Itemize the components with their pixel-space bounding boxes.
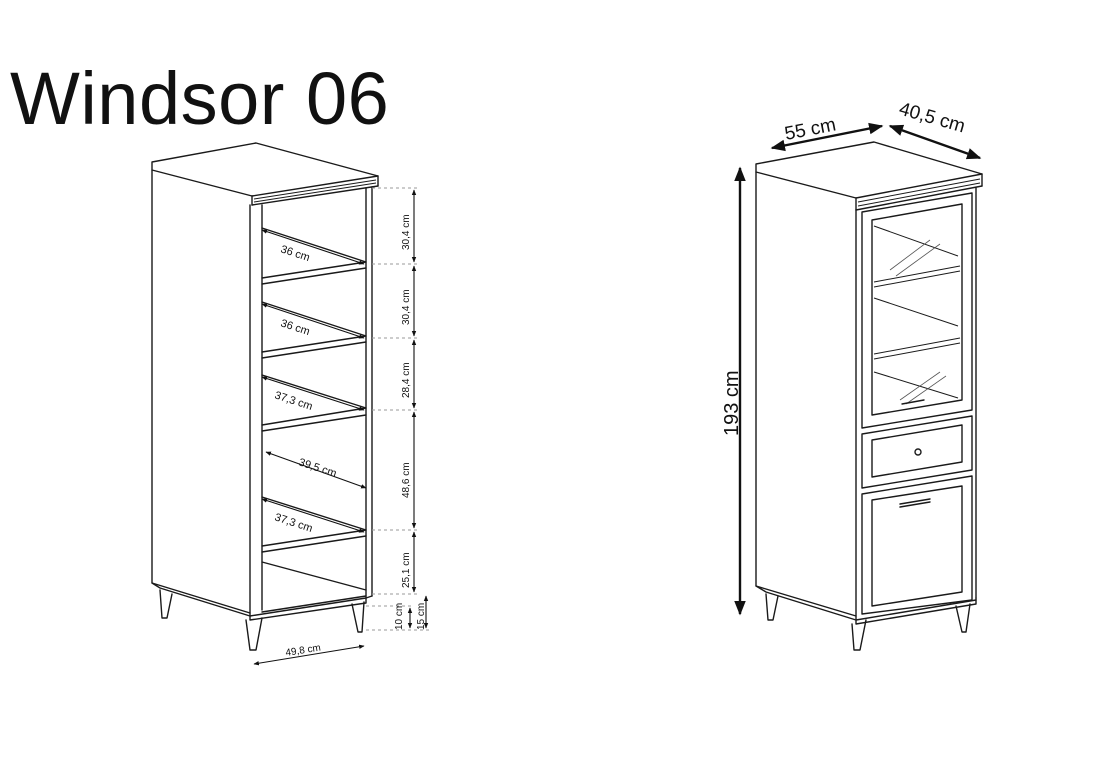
height-label-4: 48,6 cm <box>401 462 412 498</box>
width-label: 55 cm <box>783 114 838 144</box>
right-leg-front <box>851 619 867 651</box>
left-leg-right <box>351 601 365 633</box>
height-label-2: 30,4 cm <box>401 289 412 325</box>
left-leg-back <box>159 589 173 619</box>
shelf-depth-label-2: 36 cm <box>279 317 311 338</box>
leg-clearance-label: 10 cm <box>394 603 405 630</box>
shelf-depth-label-1: 36 cm <box>279 243 311 264</box>
product-title: Windsor 06 <box>10 57 390 140</box>
left-leg-front <box>245 617 263 651</box>
glass-door <box>861 192 973 429</box>
height-label-3: 28,4 cm <box>401 362 412 398</box>
right-leg-right <box>955 603 971 633</box>
left-side-panel <box>151 169 251 614</box>
shelf-depth-label-4: 39,5 cm <box>297 456 338 480</box>
right-leg-back <box>765 593 779 621</box>
total-height-label: 193 cm <box>721 370 743 436</box>
base-height-label: 15 cm <box>416 603 427 630</box>
right-side-panel <box>755 171 857 617</box>
lower-door <box>861 475 973 615</box>
height-label-1: 30,4 cm <box>401 214 412 250</box>
right-cabinet-drawing: 193 cm 55 cm 40,5 cm <box>721 99 983 651</box>
shelf-depth-label-5: 37,3 cm <box>273 511 314 535</box>
drawer <box>861 415 973 489</box>
drawer-knob <box>914 448 922 456</box>
right-top-board <box>755 141 983 199</box>
left-cabinet-drawing: 36 cm 36 cm 37,3 cm 39,5 cm 37,3 cm 30,4… <box>151 142 430 666</box>
height-label-5: 25,1 cm <box>401 552 412 588</box>
left-top-board <box>151 142 379 197</box>
inner-width-label: 49,8 cm <box>285 643 322 659</box>
shelf-depth-label-3: 37,3 cm <box>273 389 314 413</box>
